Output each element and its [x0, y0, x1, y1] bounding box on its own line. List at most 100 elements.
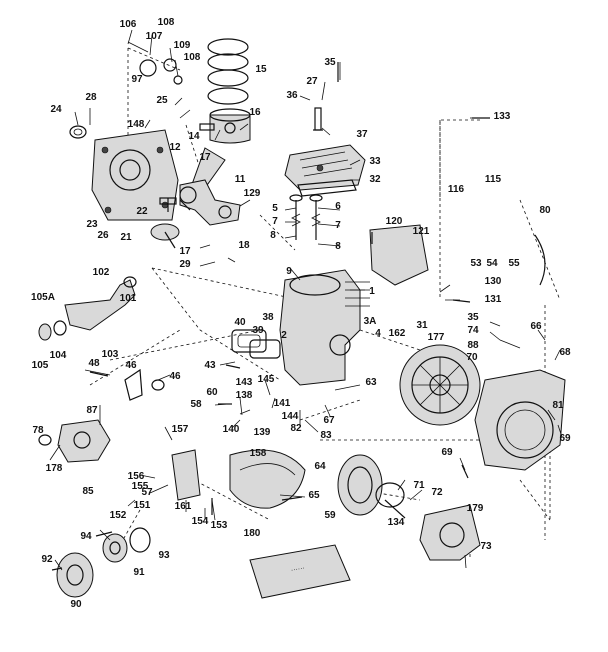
- callout-55[interactable]: 55: [508, 258, 520, 269]
- callout-2[interactable]: 2: [281, 330, 287, 341]
- callout-46-lower[interactable]: 46: [169, 371, 181, 382]
- callout-93[interactable]: 93: [158, 550, 170, 561]
- callout-69-mid[interactable]: 69: [441, 447, 453, 458]
- callout-138[interactable]: 138: [235, 390, 253, 401]
- callout-83[interactable]: 83: [320, 430, 332, 441]
- callout-8-left[interactable]: 8: [270, 230, 276, 241]
- callout-7-right[interactable]: 7: [335, 220, 341, 231]
- callout-25[interactable]: 25: [156, 95, 168, 106]
- callout-32[interactable]: 32: [369, 174, 381, 185]
- callout-156[interactable]: 156: [127, 471, 145, 482]
- callout-57[interactable]: 57: [141, 487, 153, 498]
- callout-108-lower[interactable]: 108: [183, 52, 201, 63]
- callout-27[interactable]: 27: [306, 76, 318, 87]
- callout-26[interactable]: 26: [97, 230, 109, 241]
- callout-129[interactable]: 129: [243, 188, 261, 199]
- callout-4[interactable]: 4: [375, 328, 381, 339]
- callout-7-left[interactable]: 7: [272, 216, 278, 227]
- callout-35-right[interactable]: 35: [467, 312, 479, 323]
- callout-101[interactable]: 101: [119, 293, 137, 304]
- callout-6[interactable]: 6: [335, 201, 341, 212]
- callout-71[interactable]: 71: [413, 480, 425, 491]
- callout-3A[interactable]: 3A: [363, 316, 377, 327]
- callout-22[interactable]: 22: [136, 206, 148, 217]
- callout-74[interactable]: 74: [467, 325, 479, 336]
- callout-8-right[interactable]: 8: [335, 241, 341, 252]
- callout-29[interactable]: 29: [179, 259, 191, 270]
- callout-139[interactable]: 139: [253, 427, 271, 438]
- callout-23[interactable]: 23: [86, 219, 98, 230]
- callout-104[interactable]: 104: [49, 350, 67, 361]
- callout-103[interactable]: 103: [101, 349, 119, 360]
- callout-158[interactable]: 158: [249, 448, 267, 459]
- callout-60[interactable]: 60: [206, 387, 218, 398]
- callout-35-top[interactable]: 35: [324, 57, 336, 68]
- callout-36[interactable]: 36: [286, 90, 298, 101]
- callout-130[interactable]: 130: [484, 276, 502, 287]
- callout-180[interactable]: 180: [243, 528, 261, 539]
- callout-66[interactable]: 66: [530, 321, 542, 332]
- callout-144[interactable]: 144: [281, 411, 299, 422]
- callout-157[interactable]: 157: [171, 424, 189, 435]
- callout-17-top[interactable]: 17: [199, 152, 211, 163]
- callout-65[interactable]: 65: [308, 490, 320, 501]
- callout-155[interactable]: 155: [131, 481, 149, 492]
- callout-31[interactable]: 31: [416, 320, 428, 331]
- callout-9[interactable]: 9: [286, 266, 292, 277]
- callout-12[interactable]: 12: [169, 142, 181, 153]
- callout-179[interactable]: 179: [466, 503, 484, 514]
- callout-72[interactable]: 72: [431, 487, 443, 498]
- callout-80[interactable]: 80: [539, 205, 551, 216]
- callout-28[interactable]: 28: [85, 92, 97, 103]
- callout-148[interactable]: 148: [127, 119, 145, 130]
- callout-141[interactable]: 141: [273, 398, 291, 409]
- callout-18[interactable]: 18: [238, 240, 250, 251]
- callout-94[interactable]: 94: [80, 531, 92, 542]
- callout-177[interactable]: 177: [427, 332, 445, 343]
- callout-161[interactable]: 161: [174, 501, 192, 512]
- callout-73[interactable]: 73: [480, 541, 492, 552]
- callout-154[interactable]: 154: [191, 516, 209, 527]
- callout-14[interactable]: 14: [188, 131, 200, 142]
- callout-16[interactable]: 16: [249, 107, 261, 118]
- callout-108-top[interactable]: 108: [157, 17, 175, 28]
- callout-15[interactable]: 15: [255, 64, 267, 75]
- callout-59[interactable]: 59: [324, 510, 336, 521]
- callout-151[interactable]: 151: [133, 500, 151, 511]
- callout-92[interactable]: 92: [41, 554, 53, 565]
- callout-87[interactable]: 87: [86, 405, 98, 416]
- callout-38[interactable]: 38: [262, 312, 274, 323]
- callout-21[interactable]: 21: [120, 232, 132, 243]
- callout-97[interactable]: 97: [131, 74, 143, 85]
- callout-109[interactable]: 109: [173, 40, 191, 51]
- callout-91[interactable]: 91: [133, 567, 145, 578]
- callout-152[interactable]: 152: [109, 510, 127, 521]
- callout-107[interactable]: 107: [145, 31, 163, 42]
- callout-70[interactable]: 70: [466, 352, 478, 363]
- callout-5[interactable]: 5: [272, 203, 278, 214]
- callout-88[interactable]: 88: [467, 340, 479, 351]
- callout-120[interactable]: 120: [385, 216, 403, 227]
- callout-106[interactable]: 106: [119, 19, 137, 30]
- callout-1[interactable]: 1: [369, 286, 375, 297]
- callout-78[interactable]: 78: [32, 425, 44, 436]
- callout-102[interactable]: 102: [92, 267, 110, 278]
- callout-145[interactable]: 145: [257, 374, 275, 385]
- callout-153[interactable]: 153: [210, 520, 228, 531]
- callout-64[interactable]: 64: [314, 461, 326, 472]
- callout-69-right[interactable]: 69: [559, 433, 571, 444]
- callout-82[interactable]: 82: [290, 423, 302, 434]
- callout-162-right[interactable]: 162: [388, 328, 406, 339]
- callout-37[interactable]: 37: [356, 129, 368, 140]
- callout-133[interactable]: 133: [493, 111, 511, 122]
- callout-11[interactable]: 11: [234, 174, 246, 185]
- callout-67[interactable]: 67: [323, 415, 335, 426]
- callout-43[interactable]: 43: [204, 360, 216, 371]
- callout-48[interactable]: 48: [88, 358, 100, 369]
- callout-46-upper[interactable]: 46: [125, 360, 137, 371]
- callout-143[interactable]: 143: [235, 377, 253, 388]
- callout-105[interactable]: 105: [31, 360, 49, 371]
- callout-63[interactable]: 63: [365, 377, 377, 388]
- callout-115[interactable]: 115: [484, 174, 502, 185]
- callout-58[interactable]: 58: [190, 399, 202, 410]
